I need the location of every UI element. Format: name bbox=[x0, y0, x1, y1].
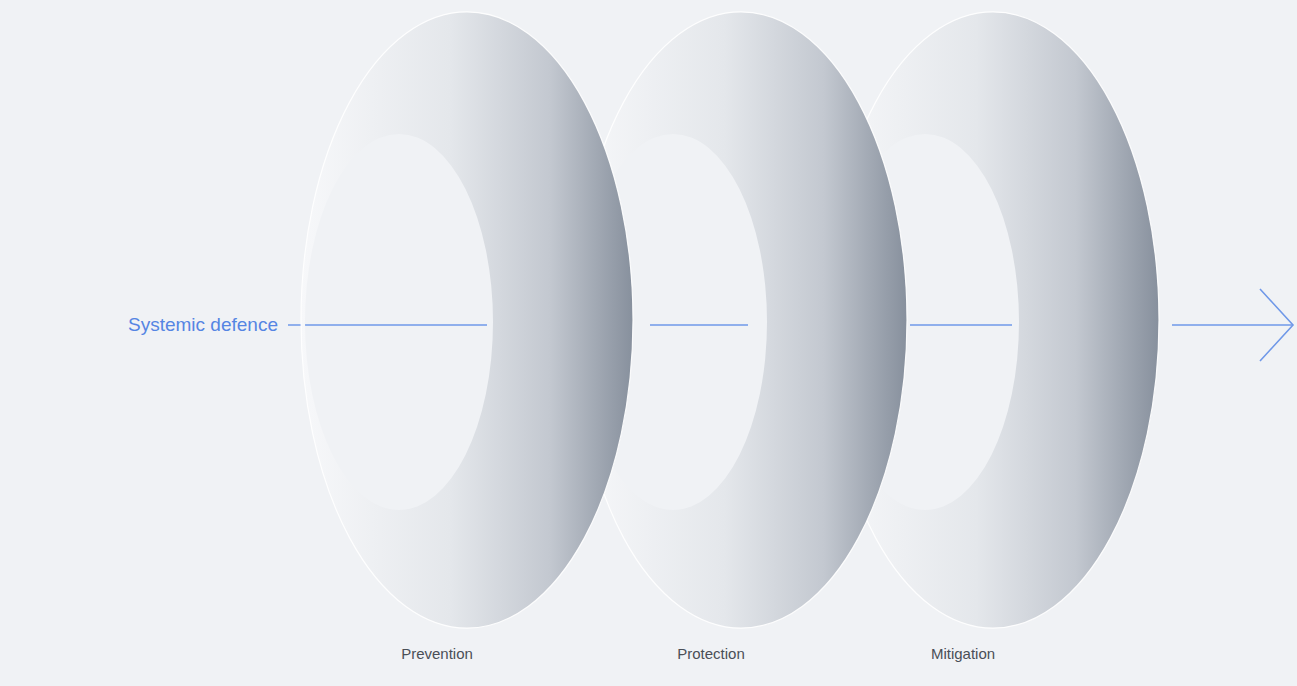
layer-label: Mitigation bbox=[931, 645, 995, 662]
layer-label: Prevention bbox=[401, 645, 473, 662]
ring-rim bbox=[301, 12, 633, 628]
flow-label: Systemic defence bbox=[128, 314, 278, 336]
flow-segment bbox=[650, 324, 748, 326]
flow-segment bbox=[1172, 324, 1292, 326]
arrow-head bbox=[1260, 289, 1293, 361]
ring-shape bbox=[301, 12, 633, 628]
layer-label: Protection bbox=[677, 645, 745, 662]
defence-ring bbox=[297, 0, 637, 640]
defence-layer: Prevention bbox=[297, 0, 637, 676]
flow-segment bbox=[288, 324, 487, 326]
flow-segment bbox=[910, 324, 1012, 326]
